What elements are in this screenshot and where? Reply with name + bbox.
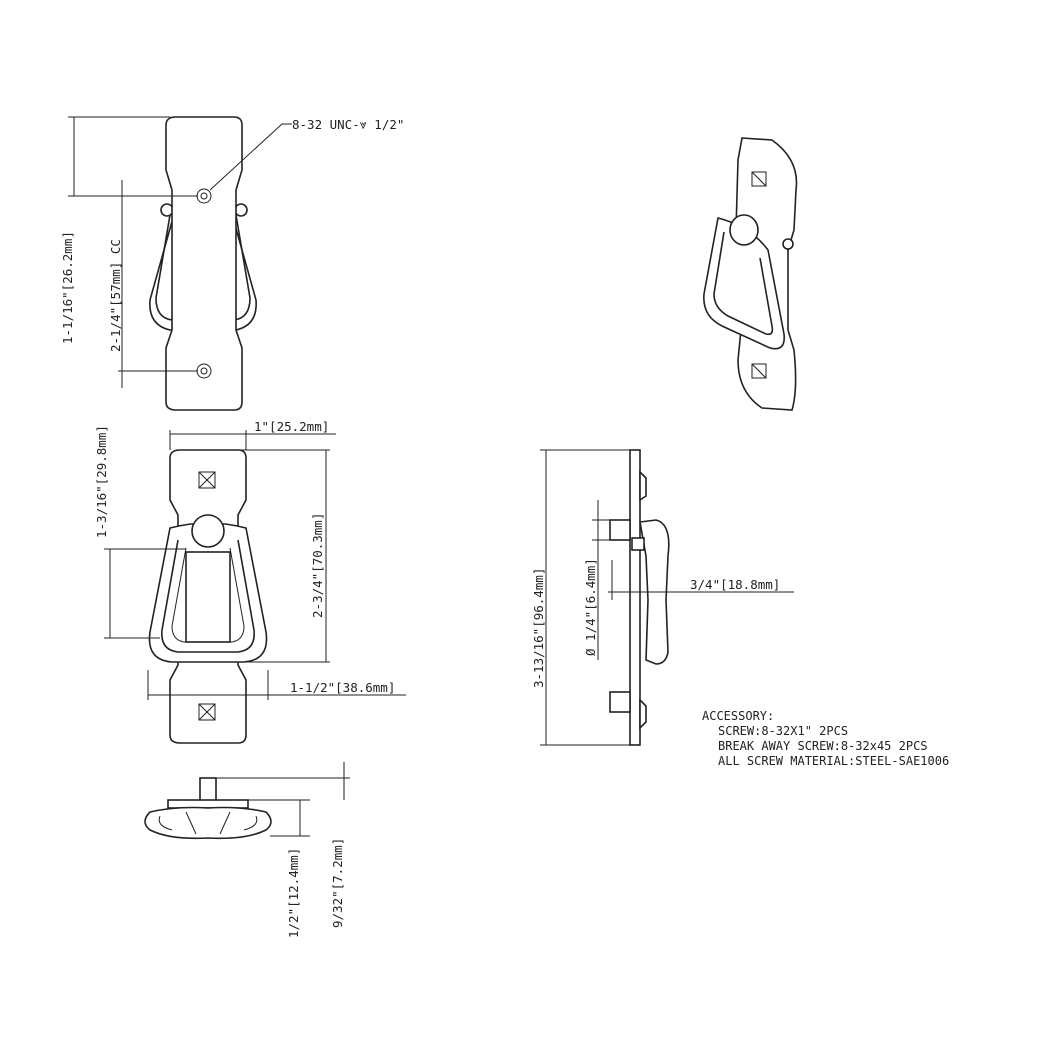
isometric-view	[703, 137, 798, 411]
dim-post-diameter: Ø 1/4"[6.4mm]	[583, 558, 598, 656]
front-view: 1"[25.2mm] 2-3/4"[70.3mm] 1-3/16"[29.8mm…	[94, 419, 406, 744]
dim-width: 1"[25.2mm]	[254, 419, 329, 434]
dim-center-to-center: 2-1/4"[57mm] CC	[108, 239, 123, 352]
dim-ring-width: 1-1/2"[38.6mm]	[290, 680, 395, 695]
dim-depth-total: 1/2"[12.4mm]	[286, 848, 301, 938]
accessory-line: ALL SCREW MATERIAL:STEEL-SAE1006	[718, 754, 949, 768]
dim-plate-thickness: 9/32"[7.2mm]	[330, 838, 345, 928]
dim-overall-length: 3-13/16"[96.4mm]	[531, 568, 546, 688]
accessory-line: BREAK AWAY SCREW:8-32x45 2PCS	[718, 739, 928, 753]
dim-projection: 3/4"[18.8mm]	[690, 577, 780, 592]
accessory-line: SCREW:8-32X1" 2PCS	[718, 724, 848, 738]
back-view: 8-32 UNC-⩔ 1/2" 1-1/16"[26.2mm] 2-1/4"[5…	[60, 116, 404, 411]
dim-top-offset: 1-1/16"[26.2mm]	[60, 231, 75, 344]
accessory-heading: ACCESSORY:	[702, 709, 774, 723]
side-view: 3-13/16"[96.4mm] Ø 1/4"[6.4mm] 3/4"[18.8…	[531, 449, 794, 746]
dim-ring-drop: 1-3/16"[29.8mm]	[94, 425, 109, 538]
bottom-view: 1/2"[12.4mm] 9/32"[7.2mm]	[144, 762, 350, 938]
dim-plate-height: 2-3/4"[70.3mm]	[310, 513, 325, 618]
accessory-note: ACCESSORY: SCREW:8-32X1" 2PCS BREAK AWAY…	[702, 709, 949, 768]
thread-callout: 8-32 UNC-⩔ 1/2"	[292, 117, 404, 132]
